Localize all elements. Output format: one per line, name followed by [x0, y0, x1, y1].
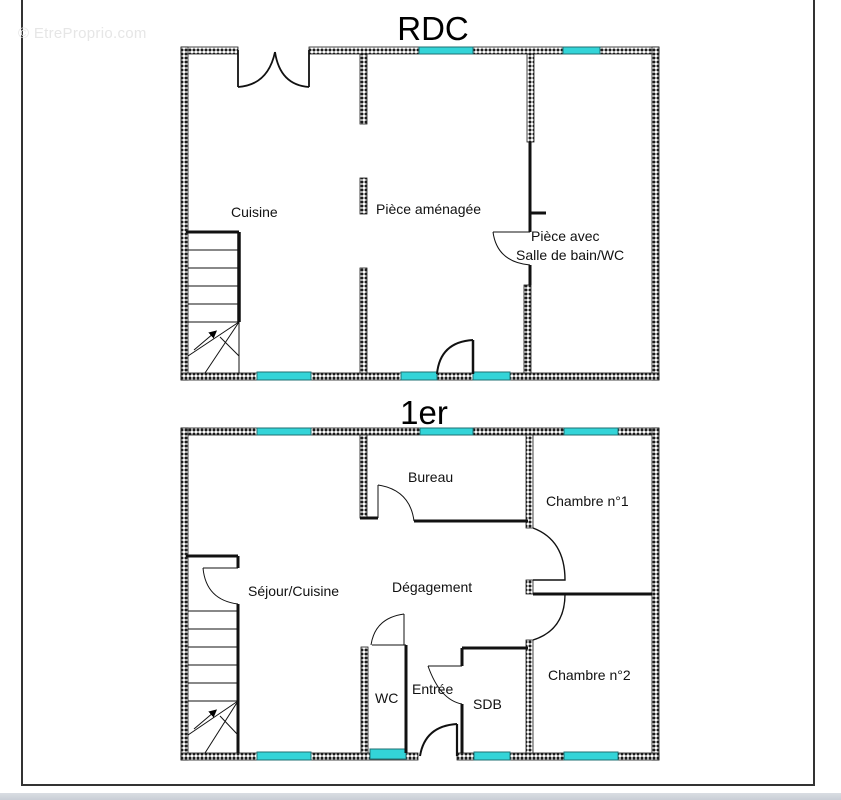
room-label-cuisine: Cuisine [231, 204, 278, 220]
floor-title-rdc: RDC [397, 10, 469, 47]
window [369, 748, 407, 760]
window [418, 46, 474, 55]
window [256, 371, 312, 381]
floor-1er: 1er [180, 394, 660, 761]
window [256, 427, 312, 436]
rdc-double-door [237, 50, 310, 88]
rdc-bathroom-partition [492, 142, 546, 285]
window [419, 427, 474, 436]
window [472, 371, 511, 381]
1er-doors [202, 484, 566, 757]
room-label-wc: WC [375, 690, 398, 706]
window [562, 46, 601, 55]
1er-partitions [186, 516, 652, 753]
rdc-windows [256, 46, 601, 381]
room-label-chambre-2: Chambre n°2 [548, 667, 631, 683]
rdc-entrance-door [436, 339, 475, 375]
window [400, 371, 438, 381]
room-label-entree: Entrée [412, 681, 453, 697]
floor-rdc: RDC [180, 10, 660, 381]
room-label-sdb: SDB [473, 696, 502, 712]
room-label-chambre-1: Chambre n°1 [546, 493, 629, 509]
room-label-sejour-cuisine: Séjour/Cuisine [248, 583, 339, 599]
watermark: © EtreProprio.com [18, 25, 147, 42]
window [563, 427, 619, 436]
1er-windows [256, 427, 619, 761]
plan-frame [21, 0, 815, 786]
rdc-staircase [186, 230, 241, 374]
window [473, 751, 511, 761]
floor-title-1er: 1er [400, 394, 448, 431]
room-label-piece-avec: Pièce avec [531, 228, 599, 244]
room-label-piece-amenagee: Pièce aménagée [376, 201, 481, 217]
1er-staircase [187, 610, 239, 754]
room-label-degagement: Dégagement [392, 579, 472, 595]
room-label-bureau: Bureau [408, 469, 453, 485]
window [563, 751, 619, 761]
window [256, 751, 312, 761]
bottom-scroll-strip [0, 793, 841, 800]
room-label-salle-de-bain: Salle de bain/WC [516, 247, 624, 263]
